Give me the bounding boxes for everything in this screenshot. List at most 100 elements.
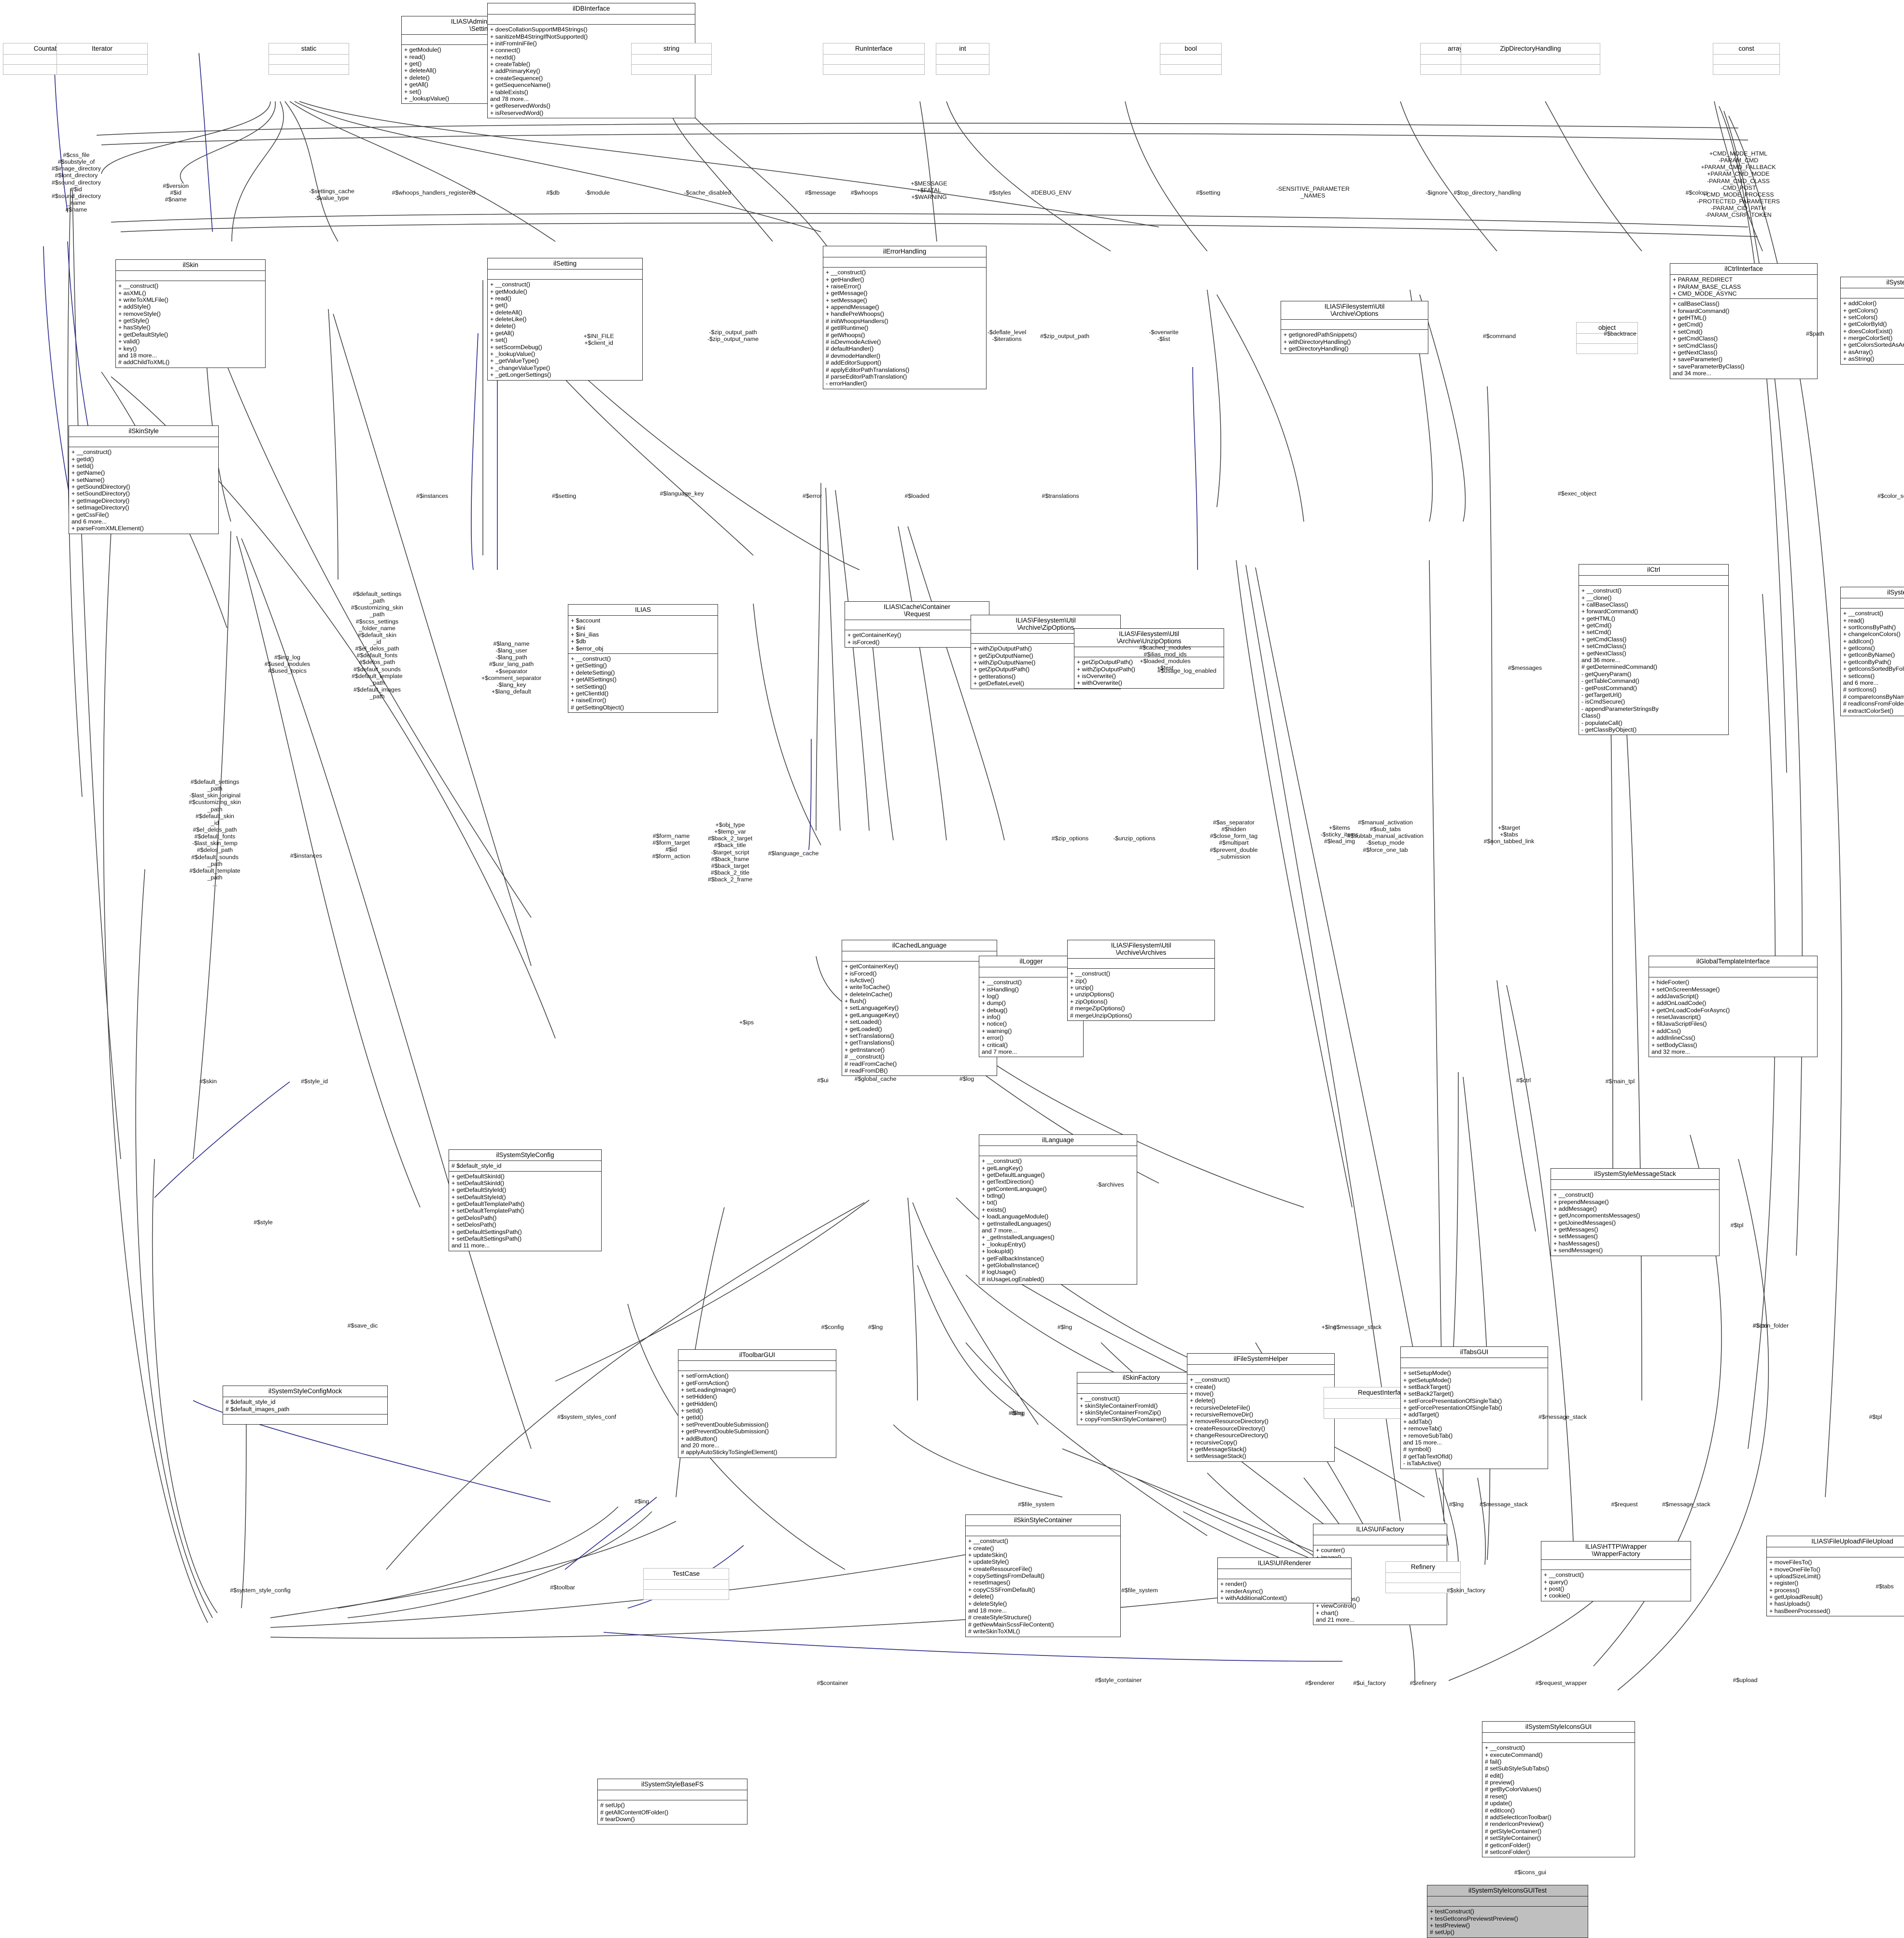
class-operation: # getByColorValues(): [1485, 1786, 1541, 1793]
class-node-attributes: # $default_style_id# $default_images_pat…: [223, 1397, 387, 1415]
edge-label-l20: -$zip_output_path -$zip_output_name: [707, 329, 759, 343]
class-operation: + getFallbackInstance(): [982, 1255, 1044, 1262]
class-node-iterator[interactable]: Iterator: [56, 43, 148, 75]
edge-label-l65: #$lng: [868, 1324, 883, 1330]
class-node-iconcolorset[interactable]: ilSystemStyleIconColorSet+ addColor()+ g…: [1840, 277, 1904, 365]
class-node-ilsystemstyleiconsgui[interactable]: ilSystemStyleIconsGUI+ __construct()+ ex…: [1482, 1721, 1635, 1858]
class-operation: + forwardCommand(): [1581, 608, 1638, 615]
class-operation: + resetJavascript(): [1651, 1014, 1701, 1021]
class-operation: + debug(): [982, 1006, 1008, 1014]
class-operation: + render(): [1220, 1581, 1247, 1588]
class-node-ildbinterface[interactable]: ilDBInterface+ doesCollationSupportMB4St…: [487, 3, 695, 119]
class-node-int[interactable]: int: [936, 43, 989, 75]
class-node-object[interactable]: object: [1576, 322, 1638, 354]
class-node-http_wrapperfactory[interactable]: ILIAS\HTTP\Wrapper \WrapperFactory+ __co…: [1541, 1541, 1691, 1601]
class-node-zipdirectoryhandling[interactable]: ZipDirectoryHandling: [1461, 43, 1600, 75]
class-node-string[interactable]: string: [631, 43, 712, 75]
class-node-iltoolbargui[interactable]: ilToolbarGUI+ setFormAction()+ getFormAc…: [678, 1349, 836, 1458]
class-node-ilskin[interactable]: ilSkin+ __construct()+ asXML()+ writeToX…: [115, 259, 266, 368]
edge-label-l85: #$message_stack: [1480, 1501, 1528, 1508]
class-operation: + getIconsSortedByFolder(): [1843, 665, 1904, 673]
class-operation: + getPreventDoubleSubmission(): [681, 1428, 769, 1435]
edge-label-l49: #$language_cache: [768, 850, 819, 857]
class-operation: + getMessages(): [1553, 1226, 1598, 1233]
class-node-const[interactable]: const: [1713, 43, 1780, 75]
class-operation: + getAll(): [490, 329, 514, 337]
edge-label-l56: #$log: [959, 1075, 974, 1082]
class-operation: + __construct(): [71, 449, 112, 456]
class-node-archives[interactable]: ILIAS\Filesystem\Util \Archive\Archives+…: [1067, 940, 1215, 1021]
class-node-ilcachedlanguage[interactable]: ilCachedLanguage+ getContainerKey()+ isF…: [842, 940, 997, 1076]
class-node-messagestack[interactable]: ilSystemStyleMessageStack+ __construct()…: [1551, 1168, 1720, 1256]
class-operation: + _getInstalledLanguages(): [982, 1234, 1055, 1241]
class-node-title: ilSkin: [116, 260, 265, 271]
class-operation: + callBaseClass(): [1673, 300, 1720, 308]
class-operation: + withAdditionalContext(): [1220, 1594, 1287, 1601]
class-operation: + delete(): [1190, 1397, 1215, 1404]
class-node-cache_request[interactable]: ILIAS\Cache\Container \Request+ getConta…: [845, 601, 989, 648]
class-node-testcase[interactable]: TestCase: [643, 1568, 729, 1600]
class-node-title: ilSystemStyleIconsGUI: [1482, 1722, 1635, 1733]
class-node-unzipoptions[interactable]: ILIAS\Filesystem\Util \Archive\UnzipOpti…: [1074, 628, 1224, 689]
class-operation: + doesColorExist(): [1843, 327, 1893, 335]
class-node-ilskinfactory[interactable]: ilSkinFactory+ __construct()+ skinStyleC…: [1077, 1372, 1206, 1425]
class-node-fileuploadfileupload[interactable]: ILIAS\FileUpload\FileUpload+ moveFilesTo…: [1766, 1536, 1904, 1617]
class-operation: + __construct(): [1581, 587, 1622, 594]
class-node-ilsystemstyleconfig[interactable]: ilSystemStyleConfig# $default_style_id+ …: [449, 1149, 602, 1251]
class-node-operations: + __construct()+ getHandler()+ raiseErro…: [823, 268, 986, 389]
class-node-title: ILIAS\UI\Renderer: [1218, 1558, 1351, 1570]
class-node-iconfolder[interactable]: ilSystemStyleIconFolder+ __construct()+ …: [1840, 587, 1904, 716]
class-node-ilglobaltemplateinterface[interactable]: ilGlobalTemplateInterface+ hideFooter()+…: [1649, 956, 1818, 1058]
edge-label-l46: #$instances: [290, 852, 323, 859]
class-node-ilias[interactable]: ILIAS+ $account+ $ini+ $ini_ilias+ $db+ …: [568, 604, 718, 713]
class-operation: + hasMessages(): [1553, 1240, 1600, 1247]
class-operation: + setImageDirectory(): [71, 504, 129, 511]
class-node-ilsystemstylebasefs[interactable]: ilSystemStyleBaseFS# setUp()# getAllCont…: [597, 1779, 747, 1825]
class-operation: + getNextClass(): [1673, 349, 1718, 356]
class-node-ilias_ui_renderer[interactable]: ILIAS\UI\Renderer+ render()+ renderAsync…: [1217, 1557, 1352, 1604]
class-operation: - getClassByObject(): [1581, 726, 1637, 733]
class-operation: + viewControl(): [1316, 1602, 1356, 1610]
class-node-attributes: [678, 1361, 836, 1372]
class-node-operations: + withZipOutputPath()+ getZipOutputName(…: [971, 644, 1120, 688]
class-operation: + forwardCommand(): [1673, 307, 1730, 314]
class-operation: + hasStyle(): [118, 324, 151, 331]
class-node-attributes: [979, 1146, 1137, 1157]
class-node-archive_options[interactable]: ILIAS\Filesystem\Util \Archive\Options+ …: [1281, 301, 1428, 354]
class-attribute: + $ini: [571, 624, 585, 631]
class-attribute: + $error_obj: [571, 645, 604, 652]
class-node-refinery[interactable]: Refinery: [1385, 1561, 1461, 1594]
class-node-runinterface[interactable]: RunInterface: [823, 43, 925, 75]
class-node-illanguage[interactable]: ilLanguage+ __construct()+ getLangKey()+…: [979, 1134, 1137, 1285]
class-operation: # devmodeHandler(): [826, 352, 880, 359]
class-node-bool[interactable]: bool: [1160, 43, 1222, 75]
class-node-ilsetting[interactable]: ilSetting+ __construct()+ getModule()+ r…: [487, 258, 643, 381]
class-operation: + copySettingsFromDefault(): [968, 1572, 1045, 1580]
class-node-ilctrlinterface[interactable]: ilCtrlInterface+ PARAM_REDIRECT+ PARAM_B…: [1670, 263, 1818, 379]
class-node-iconsguitest[interactable]: ilSystemStyleIconsGUITest+ testConstruct…: [1427, 1885, 1588, 1938]
class-node-ilfilesystemhelper[interactable]: ilFileSystemHelper+ __construct()+ creat…: [1187, 1353, 1335, 1462]
class-node-title: RequestInterface: [1324, 1387, 1441, 1399]
class-operation: + hasBeenProcessed(): [1769, 1607, 1831, 1614]
class-node-ilskinstyle[interactable]: ilSkinStyle+ __construct()+ getId()+ set…: [69, 425, 219, 534]
class-operation: + setSetupMode(): [1403, 1370, 1451, 1377]
class-node-static[interactable]: static: [268, 43, 349, 75]
class-node-illogger[interactable]: ilLogger+ __construct()+ isHandling()+ l…: [979, 956, 1084, 1058]
edge-label-l57: #$skin: [199, 1078, 217, 1085]
class-node-ilsystemstyleconfigmock[interactable]: ilSystemStyleConfigMock# $default_style_…: [223, 1386, 388, 1425]
class-attribute: # $default_images_path: [226, 1405, 290, 1413]
class-operation: + prependMessage(): [1553, 1198, 1609, 1205]
class-node-ilctrl[interactable]: ilCtrl+ __construct()+ __clone()+ callBa…: [1579, 564, 1729, 736]
class-operation: + counter(): [1316, 1547, 1345, 1554]
class-operation: + create(): [968, 1544, 994, 1552]
edge-label-l74: #$tpl: [1869, 1414, 1882, 1420]
class-operation: + initFromIniFile(): [490, 40, 537, 47]
class-node-ilerrorhandling[interactable]: ilErrorHandling+ __construct()+ getHandl…: [823, 246, 987, 389]
class-node-iltabsgui[interactable]: ilTabsGUI+ setSetupMode()+ getSetupMode(…: [1400, 1346, 1548, 1469]
class-operation: and 11 more...: [451, 1242, 490, 1249]
class-node-ilskinstylecontainer[interactable]: ilSkinStyleContainer+ __construct()+ cre…: [965, 1514, 1121, 1637]
edge-label-l50: #$as_separator #$hidden #$close_form_tag…: [1210, 819, 1258, 860]
edge-label-l40: #$ing_log #$used_modules #$used_topics: [264, 654, 310, 675]
edge-label-l51: +$items -$sticky_items #$lead_img: [1320, 824, 1359, 845]
class-operation: + deleteLike(): [490, 316, 527, 323]
